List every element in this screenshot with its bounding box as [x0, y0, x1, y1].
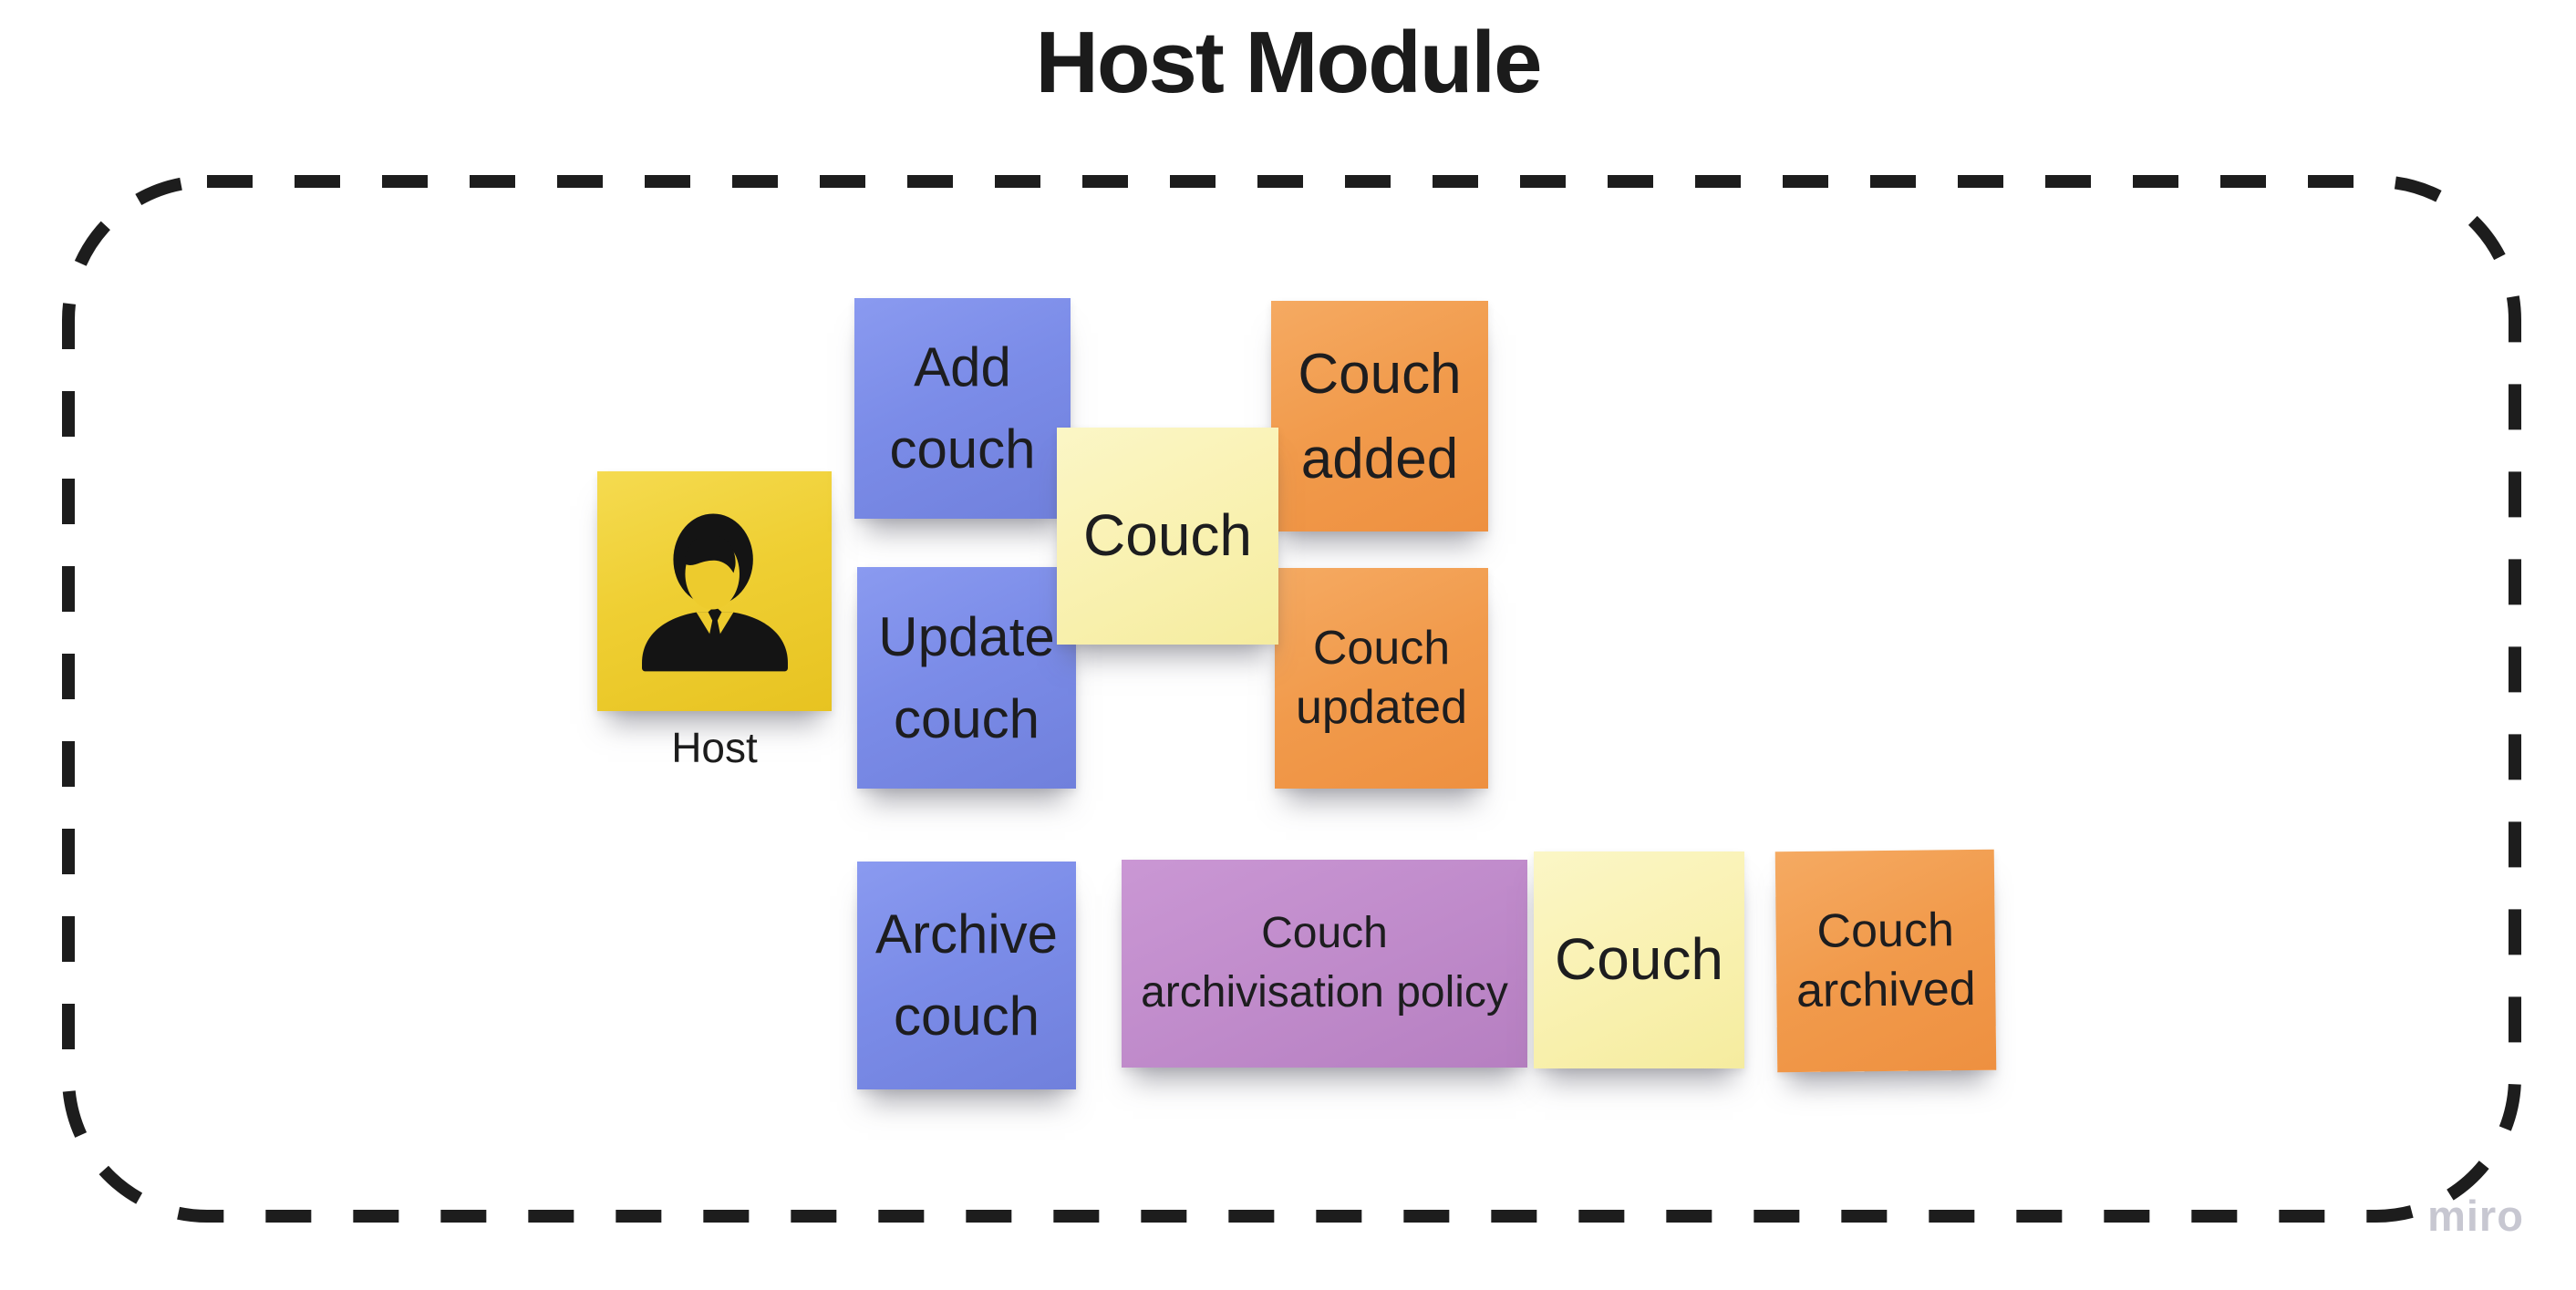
sticky-note-text: Couch	[1083, 502, 1252, 569]
sticky-note-add-couch[interactable]: Add couch	[854, 298, 1071, 519]
sticky-note-text: Couch added	[1298, 342, 1462, 490]
sticky-note-text: Couch updated	[1296, 622, 1467, 734]
board-title[interactable]: Host Module	[1035, 14, 1543, 111]
host-actor-label: Host	[671, 724, 758, 771]
sticky-note-couch-archivisation-policy[interactable]: Couch archivisation policy	[1122, 860, 1527, 1068]
sticky-note-text: Add couch	[889, 336, 1036, 480]
sticky-note-update-couch[interactable]: Update couch	[857, 567, 1076, 789]
sticky-note-text: Couch archived	[1795, 903, 1976, 1018]
module-frame-rect[interactable]	[62, 175, 2521, 1223]
host-actor-note[interactable]	[597, 471, 832, 711]
sticky-note-text: Update couch	[878, 605, 1055, 749]
person-icon	[641, 512, 788, 671]
sticky-note-archive-couch[interactable]: Archive couch	[857, 862, 1076, 1089]
sticky-note-couch-2[interactable]: Couch	[1534, 851, 1744, 1068]
sticky-note-text: Couch archivisation policy	[1141, 909, 1508, 1017]
sticky-note-text: Archive couch	[874, 903, 1059, 1047]
sticky-note-text: Couch	[1555, 926, 1723, 993]
sticky-note-couch-added[interactable]: Couch added	[1271, 301, 1488, 531]
sticky-note-couch-updated[interactable]: Couch updated	[1275, 568, 1488, 789]
sticky-note-couch[interactable]: Couch	[1057, 428, 1278, 645]
sticky-note-couch-archived[interactable]: Couch archived	[1774, 849, 1997, 1073]
miro-logo[interactable]: miro	[2427, 1192, 2524, 1240]
